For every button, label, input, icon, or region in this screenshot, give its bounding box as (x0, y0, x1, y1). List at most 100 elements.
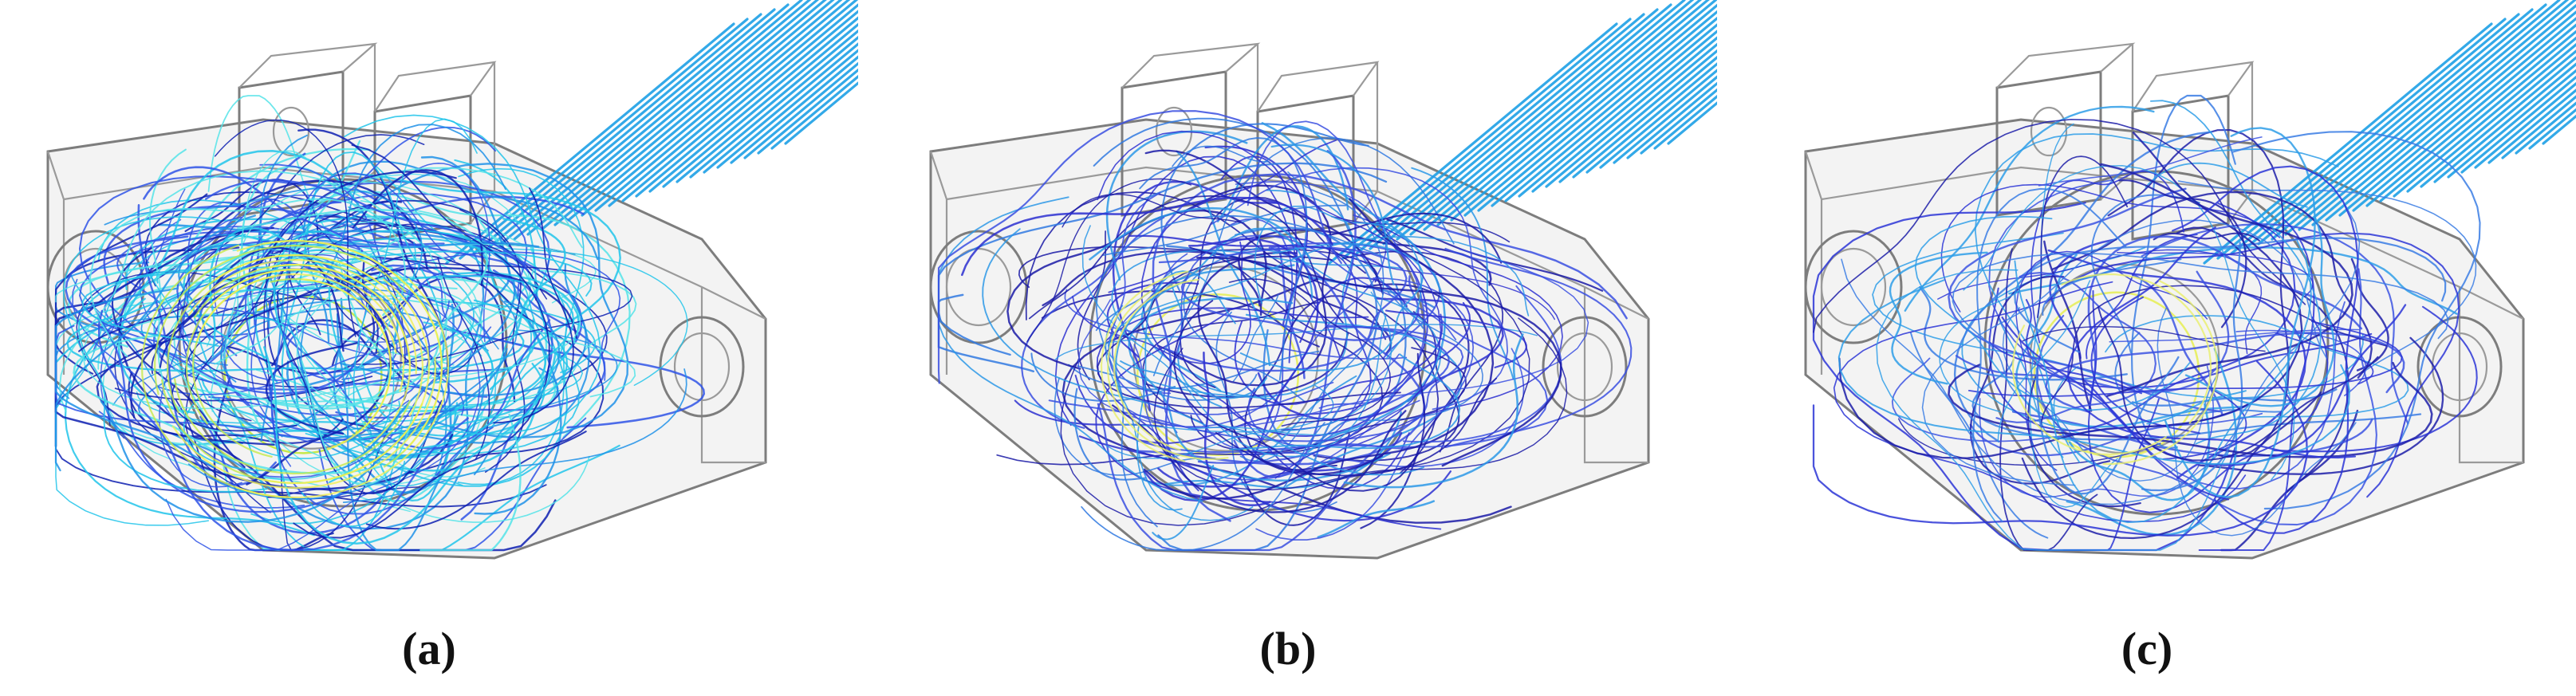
streamline-path (1324, 212, 1503, 264)
streamline-path (2029, 123, 2118, 508)
streamline-path (1969, 275, 2111, 485)
inlet-jet-line (1599, 69, 1717, 169)
streamline-path (1062, 193, 1243, 228)
highlight-streamline (196, 273, 397, 354)
streamline-path (1317, 500, 1436, 538)
streamline-path (2030, 171, 2184, 344)
inlet-jets (1328, 0, 1717, 265)
streamline-path (1914, 215, 2191, 411)
streamline-path (1097, 130, 1442, 479)
streamline-path (1077, 248, 1589, 429)
streamline-path (1299, 277, 1408, 344)
streamline-path (1143, 238, 1319, 502)
streamline-path (1042, 250, 1392, 356)
streamline-path (65, 235, 356, 395)
streamline-path (321, 261, 408, 356)
streamline-path (265, 341, 358, 435)
streamline-path (64, 297, 315, 537)
inlet-jets (445, 0, 858, 265)
streamline-path (258, 126, 497, 262)
streamline-path (1142, 301, 1320, 424)
streamline-path (1196, 256, 1562, 467)
inlet-jet-line (1491, 16, 1717, 207)
inlet-jet-line (2460, 75, 2576, 174)
streamline-path (205, 179, 530, 272)
inlet-jet-line (2487, 88, 2576, 164)
streamline-path (267, 242, 388, 434)
inlet-jet-line (594, 0, 851, 212)
streamline-path (2141, 242, 2243, 492)
streamline-path (97, 309, 469, 552)
streamline-path (1952, 252, 2449, 396)
inlet-jet-line (1558, 49, 1717, 183)
streamline-path (2097, 306, 2379, 462)
streamline-path (97, 199, 475, 365)
inlet-jet-line (2284, 0, 2570, 236)
inlet-jet-line (1355, 13, 1645, 255)
streamline-path (1073, 387, 1147, 481)
inlet-jet-line (608, 0, 858, 207)
streamline-path (273, 230, 341, 415)
housing-outline (1804, 118, 2525, 560)
inlet-jet-line (1450, 0, 1717, 222)
streamline-path (1239, 242, 1424, 372)
inlet-jet-line (621, 3, 858, 203)
streamline-path (1120, 360, 1268, 399)
streamline-path (2184, 217, 2335, 407)
streamline-path (1028, 195, 1344, 324)
inlet-jet-line (635, 10, 858, 198)
streamline-path (104, 187, 423, 277)
streamline-path (227, 268, 391, 410)
streamline-path (95, 311, 350, 513)
streamline-path (335, 269, 606, 419)
streamline-path (2083, 304, 2407, 466)
streamline-path (1105, 130, 1248, 281)
highlight-streamline (235, 277, 450, 499)
streamline-path (2002, 307, 2218, 482)
streamline-path (1812, 360, 2308, 537)
streamline-path (54, 214, 256, 472)
streamline-path (62, 216, 220, 361)
streamline-path (55, 234, 356, 526)
streamline-path (255, 269, 637, 409)
port-right-outer (659, 316, 745, 418)
streamline-path (187, 298, 518, 500)
streamline-path (1919, 285, 2128, 381)
streamline-path (2162, 388, 2247, 460)
streamline-path (165, 249, 481, 551)
streamline-path (1158, 246, 1408, 372)
streamline-visualization-b (929, 0, 1717, 560)
streamline-path (1128, 234, 1384, 268)
inlet-jet-line (730, 55, 858, 164)
streamline-path (92, 305, 465, 416)
port-right-inner (673, 332, 731, 402)
streamline-path (1152, 465, 1215, 541)
streamline-path (1203, 352, 1271, 506)
streamline-path (352, 169, 484, 286)
inlet-jet-line (1423, 0, 1703, 231)
streamline-path (108, 420, 391, 446)
streamline-path (1188, 427, 1359, 436)
streamline-path (143, 166, 364, 252)
streamline-path (1239, 171, 1385, 462)
panel-label-c: (c) (2121, 623, 2173, 674)
inlet-jet-line (757, 68, 858, 155)
streamline-path (100, 348, 508, 523)
pump-housing-group (929, 0, 1717, 560)
streamline-path (2271, 305, 2478, 453)
stack-box-2-edges (2132, 61, 2255, 224)
streamline-path (937, 110, 1342, 384)
inlet-jet-line (1531, 36, 1717, 193)
streamline-path (77, 269, 268, 493)
streamline-path (1904, 105, 2155, 312)
streamline-path (1097, 403, 1418, 552)
streamline-path (336, 313, 485, 552)
highlight-streamline (154, 244, 407, 395)
streamline-path (1048, 325, 1464, 442)
inlet-jet-line (1463, 3, 1717, 217)
streamline-path (2038, 136, 2263, 187)
port-left-outer (1804, 230, 1903, 344)
streamline-path (214, 119, 356, 337)
inlet-jet-line (2365, 29, 2576, 207)
streamline-path (1180, 275, 1420, 341)
